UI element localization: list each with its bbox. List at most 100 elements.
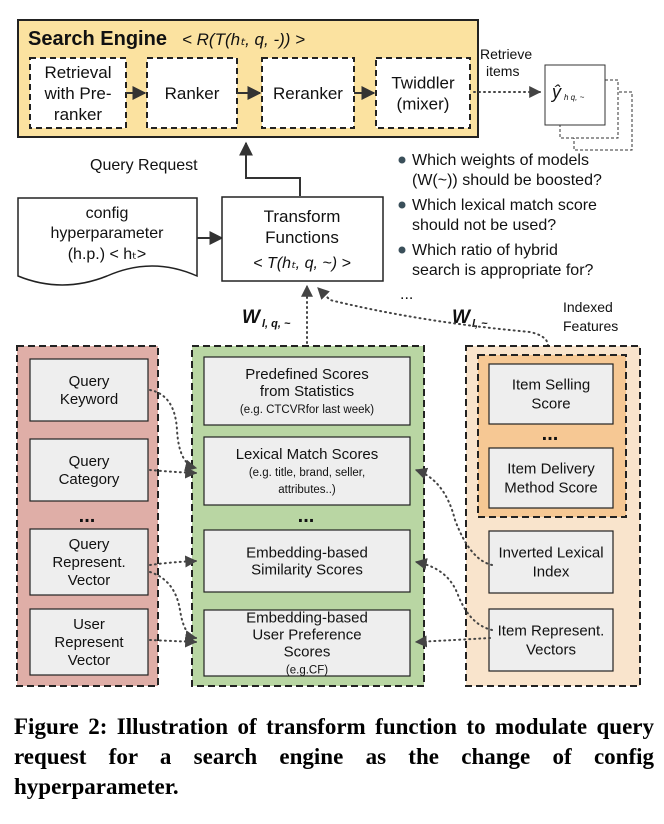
index-item-box-2 [488,530,614,594]
index-item-label-0-1: Score [531,396,570,413]
index-item-label-3-1: Vectors [526,642,576,659]
question-list: Which weights of models (W(~)) should be … [398,152,602,279]
qvector-to-userpref-arrow [149,571,198,643]
config-line2: hyperparameter [51,225,165,242]
search-engine-title: Search Engine [28,28,167,50]
query-item-box-0 [29,358,149,422]
question-bullet-0 [398,156,406,164]
query-item-label-2-0: Query [69,536,110,553]
score-item-label-3-3: (e.g.CF) [286,665,328,677]
questions-more: ... [400,286,413,303]
query-column: QueryKeywordQueryCategoryQueryRepresent.… [29,358,149,676]
query-item-label-0-1: Keyword [60,391,118,408]
index-item-label-3-0: Item Represent. [498,623,605,640]
score-item-box-0 [203,356,411,426]
vectors-to-embedding-arrow [414,558,493,631]
weight-left-sub: l, q, ~ [262,318,291,330]
score-item-box-2 [203,529,411,593]
query-item-label-2-1: Represent. [52,554,125,571]
question-0-line-0: Which weights of models [412,152,589,169]
query-item-label-3-2: Vector [68,652,111,669]
score-column-ellipsis: ... [298,505,315,527]
query-item-label-3-0: User [73,616,105,633]
query-item-label-2-2: Vector [68,572,111,589]
query-item-label-1-0: Query [69,453,110,470]
index-item-box-0 [488,363,614,425]
index-to-transform-arrow [317,287,549,347]
score-item-label-1-0: Lexical Match Scores [236,446,379,463]
lexical-index-to-lexical-arrow [414,467,493,566]
question-1-line-0: Which lexical match score [412,197,597,214]
transform-box [221,196,384,282]
score-item-label-3-0: Embedding-based [246,610,368,627]
index-item-label-0-0: Item Selling [512,377,590,394]
index-item-label-1-0: Item Delivery [507,461,595,478]
transform-line1: Transform [264,207,341,226]
stage-label-3-0: Twiddler [391,74,455,93]
stage-box-3 [375,57,471,129]
score-item-label-1-2: attributes..) [278,484,336,496]
score-item-label-0-2: (e.g. CTCVRfor last week) [240,404,374,416]
query-item-box-3 [29,608,149,676]
stage-box-0 [29,57,127,129]
weight-right: W [452,307,472,328]
retrieve-label-line1: Retrieve [480,46,532,62]
indexed-features-line2: Features [563,318,618,334]
question-1-line-1: should not be used? [412,217,556,234]
figure-caption: Figure 2: Illustration of transform func… [14,714,654,799]
config-box [17,197,198,286]
query-item-label-1-1: Category [59,471,120,488]
stage-label-1-0: Ranker [165,84,220,103]
score-item-label-3-1: User Preference [252,627,361,644]
score-item-label-2-0: Embedding-based [246,545,368,562]
pipeline-stages: Retrieval with Pre-ranker Ranker Reranker Tw… [29,57,471,129]
connector-arrows [149,389,493,648]
stage-box-2 [261,57,355,129]
retrieved-items-stack [544,64,633,151]
score-item-box-1 [203,436,411,506]
stage-label-0-2: ranker [54,105,103,124]
question-2-line-1: search is appropriate for? [412,262,594,279]
score-item-label-1-1: (e.g. title, brand, seller, [249,467,365,479]
question-bullet-1 [398,201,406,209]
output-symbol: ŷ [550,82,562,102]
config-line3: (h.p.) < hₜ> [68,246,147,263]
question-bullet-2 [398,246,406,254]
output-subscript: h q, ~ [564,93,585,102]
query-item-box-1 [29,438,149,502]
transform-line2: Functions [265,228,339,247]
retrieved-items-card [544,64,606,126]
index-item-box-3 [488,608,614,672]
query-request-arrow [239,141,301,196]
score-item-label-2-1: Similarity Scores [251,562,363,579]
stage-label-0-1: with Pre- [43,84,111,103]
score-item-label-0-1: from Statistics [260,383,354,400]
weight-left: W [242,307,262,328]
score-item-box-3 [203,609,411,677]
question-0-line-1: (W(~)) should be boosted? [412,172,602,189]
score-item-label-3-2: Scores [284,644,331,661]
diagram-canvas: Search Engine < R(T(hₜ, q, -)) > Retriev… [16,19,641,687]
vectors-to-userpref-arrow [414,635,491,648]
indexed-features-line1: Indexed [563,299,613,315]
query-item-label-3-1: Represent [54,634,124,651]
search-engine-formula: < R(T(hₜ, q, -)) > [182,30,305,49]
transform-line3: < T(hₜ, q, ~) > [253,255,351,272]
index-item-label-1-1: Method Score [504,480,597,497]
weight-right-sub: l, ~ [472,318,488,330]
index-item-box-1 [488,447,614,509]
query-item-label-0-0: Query [69,373,110,390]
query-column-ellipsis: ... [79,505,96,527]
score-item-label-0-0: Predefined Scores [245,366,368,383]
config-line1: config [86,205,129,222]
query-request-label: Query Request [90,157,198,174]
stage-label-2-0: Reranker [273,84,343,103]
stage-label-0-0: Retrieval [44,63,111,82]
query-item-box-2 [29,528,149,596]
stage-label-3-1: (mixer) [397,95,450,114]
index-item-label-2-1: Index [533,564,570,581]
index-item-label-2-0: Inverted Lexical [498,545,603,562]
